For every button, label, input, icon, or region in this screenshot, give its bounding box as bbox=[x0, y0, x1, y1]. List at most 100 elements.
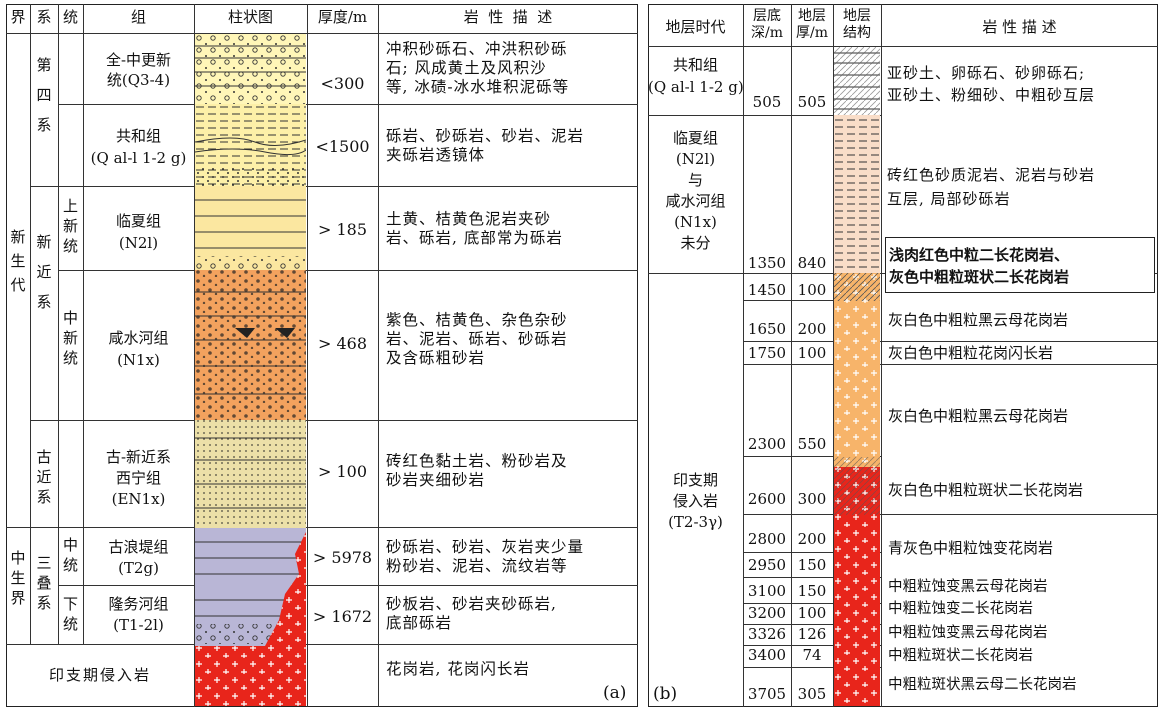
linxia-thickness: 840 bbox=[797, 254, 827, 272]
divider bbox=[30, 4, 31, 644]
thickness-value: 200 bbox=[797, 320, 827, 338]
lithology-description: 砂砾岩、砂岩、灰岩夹少量 粉砂岩、泥岩、流纹岩等 bbox=[386, 538, 585, 575]
lithology-description: 灰白色中粗粒黑云母花岗岩 bbox=[888, 407, 1069, 425]
depth-value: 3200 bbox=[747, 604, 787, 622]
system-quaternary: 第 四 系 bbox=[36, 56, 52, 134]
bottom-description: 花岗岩, 花岗闪长岩 bbox=[386, 660, 530, 678]
gonghe-name: 共和组 (Q al-l 1-2 g) bbox=[648, 56, 744, 96]
header-depth: 层底 深/m bbox=[751, 8, 783, 41]
linxia-depth: 1350 bbox=[747, 254, 787, 272]
thickness-value: > 5978 bbox=[312, 548, 373, 567]
thickness-value: > 185 bbox=[317, 220, 368, 239]
divider bbox=[743, 341, 1158, 342]
divider bbox=[881, 4, 882, 707]
thickness-value: > 1672 bbox=[312, 607, 373, 626]
layer-pattern bbox=[195, 270, 306, 420]
lithology-description: 紫色、桔黄色、杂色杂砂 岩、泥岩、砾岩、砂砾岩 及含砾粗砂岩 bbox=[386, 311, 568, 367]
layer-pattern bbox=[834, 273, 880, 301]
depth-value: 3400 bbox=[747, 646, 787, 664]
group-name: 古-新近系 西宁组 (EN1x) bbox=[105, 448, 172, 508]
thickness-value: > 468 bbox=[317, 334, 368, 353]
group-name: 临夏组 (N2l) bbox=[115, 212, 161, 252]
header-thickness: 厚度/m bbox=[317, 8, 368, 26]
callout-text: 浅肉红色中粒二长花岗岩、 灰色中粗粒斑状二长花岗岩 bbox=[889, 246, 1070, 286]
system-triassic: 三 叠 系 bbox=[36, 554, 52, 612]
depth-value: 3100 bbox=[747, 582, 787, 600]
thickness-value: 305 bbox=[797, 685, 827, 703]
divider bbox=[743, 577, 881, 578]
era-mesozoic: 中 生 界 bbox=[10, 549, 26, 607]
thickness-value: <1500 bbox=[315, 137, 370, 156]
layer-pattern bbox=[195, 532, 306, 706]
divider bbox=[194, 4, 195, 707]
panel-label-b: (b) bbox=[653, 684, 678, 704]
layer-bands bbox=[195, 437, 306, 509]
series-middle: 中 统 bbox=[62, 536, 78, 574]
divider bbox=[743, 456, 881, 457]
layer-bands bbox=[195, 291, 306, 395]
depth-value: 1750 bbox=[747, 344, 787, 362]
era-cenozoic: 新 生 代 bbox=[10, 228, 26, 294]
layer-pattern bbox=[834, 457, 880, 515]
divider bbox=[743, 603, 881, 604]
group-name: 咸水河组 (N1x) bbox=[108, 329, 169, 369]
series-middle-miocene: 中 新 统 bbox=[62, 309, 78, 367]
lithology-description: 青灰色中粗粒蚀变花岗岩 bbox=[888, 539, 1054, 557]
divider bbox=[378, 4, 379, 707]
depth-value: 2300 bbox=[747, 435, 787, 453]
header-description: 岩 性 描 述 bbox=[463, 8, 553, 26]
depth-value: 2950 bbox=[747, 556, 787, 574]
lithology-description: 中粗粒蚀变黑云母花岗岩 bbox=[888, 579, 1048, 595]
stratigraphic-column-a bbox=[195, 34, 306, 706]
header-column: 柱状图 bbox=[227, 8, 273, 26]
thickness-value: <300 bbox=[320, 74, 365, 93]
divider bbox=[307, 4, 308, 707]
divider bbox=[743, 300, 833, 301]
layer-bands bbox=[195, 199, 306, 249]
callout-box bbox=[885, 237, 1155, 293]
layer-pattern bbox=[195, 420, 306, 528]
lithology-description: 砖红色黏土岩、粉砂岩及 砂岩夹细砂岩 bbox=[386, 452, 568, 489]
depth-value: 2800 bbox=[747, 530, 787, 548]
panel-a-table bbox=[6, 4, 638, 707]
lithology-description: 土黄、桔黄色泥岩夹砂 岩、砾岩, 底部常为砾岩 bbox=[386, 210, 563, 247]
lithology-description: 灰白色中粗粒黑云母花岗岩 bbox=[888, 311, 1069, 329]
divider bbox=[83, 4, 84, 644]
lithology-description: 灰白色中粗粒花岗闪长岩 bbox=[888, 344, 1054, 362]
thickness-value: 150 bbox=[797, 556, 827, 574]
divider bbox=[30, 186, 638, 187]
layer-pattern bbox=[834, 115, 880, 273]
layer-bands bbox=[195, 45, 306, 87]
depth-value: 2600 bbox=[747, 490, 787, 508]
group-name: 全-中更新 统(Q3-4) bbox=[105, 51, 172, 89]
lens-outline bbox=[195, 148, 306, 156]
divider bbox=[648, 46, 1158, 47]
thickness-value: 100 bbox=[797, 344, 827, 362]
thickness-value: 150 bbox=[797, 582, 827, 600]
thickness-value: 300 bbox=[797, 490, 827, 508]
linxia-name: 临夏组 (N2l) 与 咸水河组 (N1x) 未分 bbox=[665, 129, 726, 252]
divider bbox=[743, 624, 881, 625]
thickness-value: 550 bbox=[797, 435, 827, 453]
stratigraphic-column-b bbox=[834, 47, 880, 706]
layer-marks bbox=[235, 328, 295, 338]
lithology-description: 中粗粒蚀变黑云母花岗岩 bbox=[888, 625, 1048, 641]
divider bbox=[58, 4, 59, 644]
divider bbox=[743, 4, 744, 707]
layer-pattern bbox=[834, 47, 880, 115]
header-series: 统 bbox=[62, 8, 78, 26]
divider bbox=[6, 527, 638, 528]
gonghe-thickness: 505 bbox=[797, 93, 827, 111]
divider bbox=[58, 585, 638, 586]
group-name: 共和组 (Q al-l 1-2 g) bbox=[90, 127, 187, 167]
panel-b-table bbox=[648, 4, 1158, 707]
divider bbox=[743, 667, 881, 668]
panel-label-a: (a) bbox=[603, 683, 627, 703]
lithology-description: 灰白色中粗粒斑状二长花岗岩 bbox=[888, 481, 1084, 499]
divider bbox=[791, 4, 792, 707]
bottom-label: 印支期侵入岩 bbox=[48, 666, 151, 684]
thickness-value: 74 bbox=[802, 646, 822, 664]
lithology-description: 砾岩、砂砾岩、砂岩、泥岩 夹砾岩透镜体 bbox=[386, 127, 585, 164]
thickness-value: 100 bbox=[797, 281, 827, 299]
lithology-description: 中粗粒蚀变二长花岗岩 bbox=[888, 601, 1033, 617]
